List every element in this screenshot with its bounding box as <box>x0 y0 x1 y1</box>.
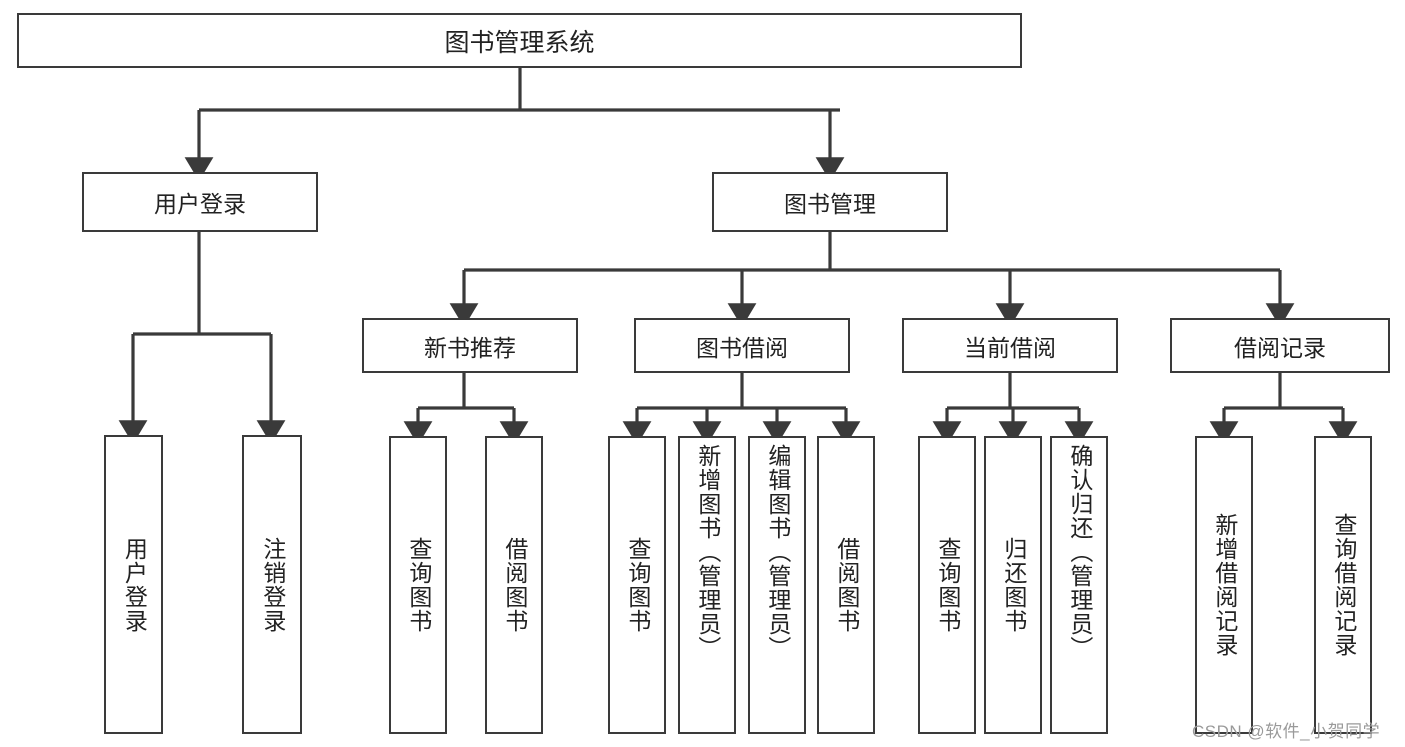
node-borrow-record[interactable]: 借阅记录 <box>1170 318 1390 373</box>
leaf-borrow-book-1[interactable]: 借阅图书 <box>485 436 543 734</box>
leaf-edit-book[interactable]: 编辑图书（管理员） <box>748 436 806 734</box>
leaf-confirm-return[interactable]: 确认归还（管理员） <box>1050 436 1108 734</box>
csdn-watermark: CSDN @软件_小贺同学 <box>1192 722 1381 741</box>
node-label: 用户登录 <box>154 191 246 217</box>
leaf-label: 借阅图书 <box>501 537 528 633</box>
leaf-label: 新增图书（管理员） <box>694 444 721 660</box>
leaf-label: 查询借阅记录 <box>1330 513 1357 657</box>
leaf-label: 注销登录 <box>259 536 286 633</box>
leaf-add-record[interactable]: 新增借阅记录 <box>1195 436 1253 734</box>
leaf-query-book-1[interactable]: 查询图书 <box>389 436 447 734</box>
node-label: 图书管理系统 <box>444 28 595 57</box>
leaf-logout[interactable]: 注销登录 <box>242 435 302 734</box>
leaf-borrow-book-2[interactable]: 借阅图书 <box>817 436 875 734</box>
node-new-book-recommend[interactable]: 新书推荐 <box>362 318 578 373</box>
leaf-return-book[interactable]: 归还图书 <box>984 436 1042 734</box>
leaf-label: 借阅图书 <box>833 537 860 633</box>
node-user-login[interactable]: 用户登录 <box>82 172 318 232</box>
leaf-user-login[interactable]: 用户登录 <box>104 435 163 734</box>
leaf-query-book-2[interactable]: 查询图书 <box>608 436 666 734</box>
node-label: 新书推荐 <box>424 334 516 361</box>
node-book-borrow[interactable]: 图书借阅 <box>634 318 850 373</box>
node-label: 借阅记录 <box>1234 334 1326 361</box>
node-label: 图书借阅 <box>696 334 788 361</box>
leaf-label: 查询图书 <box>405 537 432 633</box>
leaf-label: 确认归还（管理员） <box>1066 444 1093 660</box>
leaf-query-book-3[interactable]: 查询图书 <box>918 436 976 734</box>
node-root-book-management-system[interactable]: 图书管理系统 <box>17 13 1022 68</box>
node-current-borrow[interactable]: 当前借阅 <box>902 318 1118 373</box>
node-label: 当前借阅 <box>964 334 1056 361</box>
leaf-label: 用户登录 <box>121 536 148 633</box>
leaf-label: 查询图书 <box>934 537 961 633</box>
leaf-label: 查询图书 <box>624 537 651 633</box>
node-label: 图书管理 <box>784 191 876 217</box>
node-book-manage[interactable]: 图书管理 <box>712 172 948 232</box>
leaf-label: 编辑图书（管理员） <box>764 444 791 660</box>
leaf-label: 新增借阅记录 <box>1211 513 1238 657</box>
leaf-label: 归还图书 <box>1000 537 1027 633</box>
leaf-add-book[interactable]: 新增图书（管理员） <box>678 436 736 734</box>
leaf-query-record[interactable]: 查询借阅记录 <box>1314 436 1372 734</box>
